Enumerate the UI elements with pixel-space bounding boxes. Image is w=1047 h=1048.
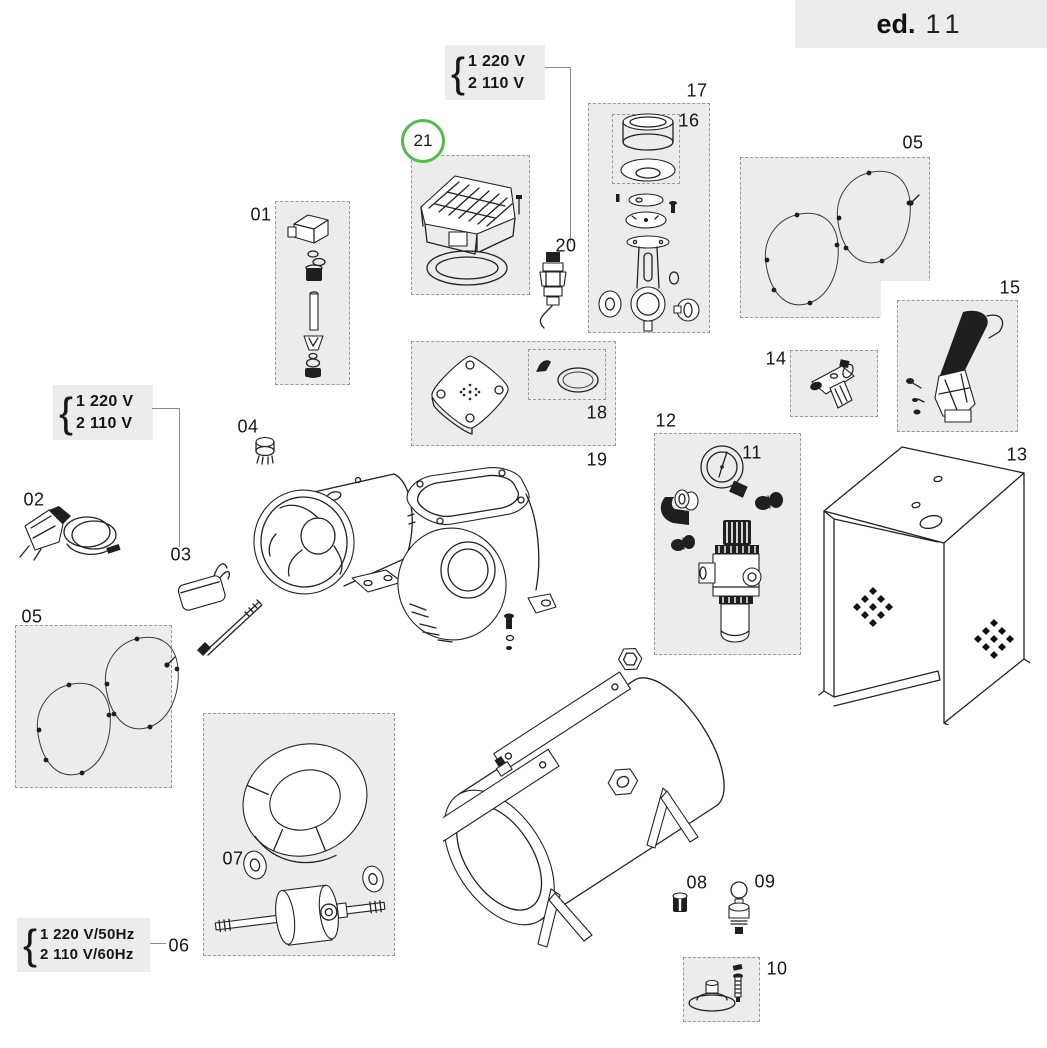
voltage-label-top: { 1 220 V 2 110 V xyxy=(445,45,545,100)
brace-glyph: { xyxy=(23,921,38,969)
part-02-label: 02 xyxy=(23,489,45,510)
part-20-pressure-switch-drawing xyxy=(539,252,567,329)
part-17-piston-rod-assembly-drawing xyxy=(598,113,700,332)
part-09-safety-valve-drawing xyxy=(728,881,750,934)
part-03-capacitor-drawing xyxy=(177,563,231,611)
edition-number: 11 xyxy=(925,8,966,39)
part-14-label: 14 xyxy=(765,348,787,369)
voltage-label-left: { 1 220 V 2 110 V xyxy=(53,385,153,440)
vent-cluster-right xyxy=(974,619,1014,659)
part-19-valve-plate-drawing xyxy=(431,355,509,435)
part-14-fitting-drawing xyxy=(810,359,855,409)
part-06-stator-rotor-drawing xyxy=(214,743,386,946)
part-19-label: 19 xyxy=(586,449,608,470)
connector-left-h xyxy=(152,408,179,409)
vent-cluster-left xyxy=(853,587,893,627)
long-bolt-drawing xyxy=(197,599,263,656)
part-12-label: 12 xyxy=(655,410,677,431)
part-05-top-gaskets-drawing xyxy=(764,170,920,306)
part-07-label: 07 xyxy=(222,848,244,869)
part-21-highlight-circle: 21 xyxy=(401,119,445,163)
part-08-plug-drawing xyxy=(672,892,688,912)
voltage-top-line1: 1 220 V xyxy=(468,52,526,70)
part-06-label: 06 xyxy=(168,935,190,956)
part-10-rubber-foot-drawing xyxy=(688,964,743,1012)
voltage-top-line2: 2 110 V xyxy=(468,74,525,92)
part-17-label: 17 xyxy=(686,80,708,101)
connector-top-h xyxy=(545,67,570,68)
part-15-label: 15 xyxy=(999,277,1021,298)
edition-label: ed. xyxy=(876,8,916,39)
part-21-label: 21 xyxy=(413,131,433,150)
part-01-valve-parts-drawing xyxy=(287,214,329,378)
part-02-power-cord-drawing xyxy=(19,506,121,561)
motor-housing-drawing xyxy=(253,473,416,595)
voltage-left-line2: 2 110 V xyxy=(76,414,133,432)
connector-left-v xyxy=(179,408,180,547)
part-10-label: 10 xyxy=(766,958,788,979)
part-05-bottom-group-box xyxy=(15,625,172,788)
part-15-handle-drawing xyxy=(906,310,1004,423)
part-21-cylinder-head-drawing xyxy=(420,175,522,286)
part-18-label: 18 xyxy=(586,402,608,423)
part-04-plug-drawing xyxy=(255,436,275,465)
part-12-regulator-group-drawing xyxy=(660,445,783,643)
voltage-bottom-line2: 2 110 V/60Hz xyxy=(40,946,134,963)
part-09-label: 09 xyxy=(754,871,776,892)
air-tank-drawing xyxy=(443,648,725,948)
part-05-bottom-gaskets-drawing xyxy=(36,636,180,776)
connector-bottom-h xyxy=(150,943,166,944)
part-10-group-box xyxy=(683,957,760,1022)
brace-glyph: { xyxy=(451,48,466,96)
part-16-label: 16 xyxy=(678,110,700,131)
part-04-label: 04 xyxy=(237,416,259,437)
crankcase-drawing xyxy=(397,467,557,650)
part-01-label: 01 xyxy=(250,204,272,225)
connector-top-v xyxy=(570,67,571,243)
part-03-label: 03 xyxy=(170,544,192,565)
part-05-top-label: 05 xyxy=(902,132,924,153)
voltage-label-bottom: { 1 220 V/50Hz 2 110 V/60Hz xyxy=(17,918,150,972)
voltage-left-line1: 1 220 V xyxy=(76,392,134,410)
part-08-label: 08 xyxy=(686,872,708,893)
part-20-label: 20 xyxy=(555,235,577,256)
part-13-label: 13 xyxy=(1006,444,1028,465)
part-05-bottom-label: 05 xyxy=(21,606,43,627)
voltage-bottom-line1: 1 220 V/50Hz xyxy=(40,925,135,943)
part-13-cover-shroud-drawing xyxy=(818,446,1030,725)
brace-glyph: { xyxy=(59,388,74,436)
edition-header: ed. 11 xyxy=(795,0,1047,48)
part-18-reed-valve-oring-drawing xyxy=(536,360,599,393)
part-11-label: 11 xyxy=(742,442,762,463)
